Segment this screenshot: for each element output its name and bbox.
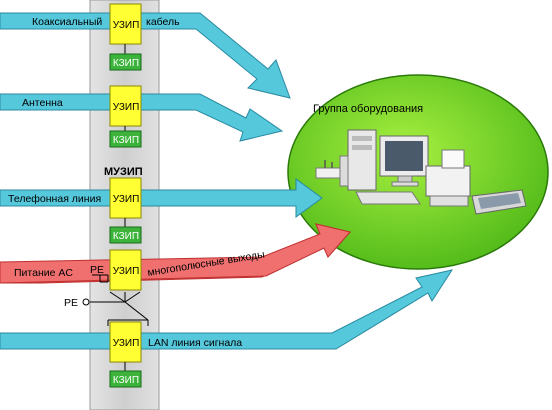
cable-label: кабель xyxy=(146,16,180,28)
pc-tower-icon xyxy=(339,129,377,191)
uzip-label: УЗИП xyxy=(113,20,140,31)
uzip-label: УЗИП xyxy=(113,266,140,277)
lan-arrow xyxy=(0,269,454,350)
kzip-boxes xyxy=(109,53,142,388)
pe-wiring xyxy=(90,274,149,326)
kzip-box xyxy=(109,53,142,71)
antenna-arrow xyxy=(0,93,284,142)
uzip-label: УЗИП xyxy=(113,194,140,205)
uzip-box xyxy=(109,249,142,291)
kzip-box xyxy=(109,130,142,148)
antenna-label: Антенна xyxy=(22,97,63,109)
keyboard-icon xyxy=(355,191,421,205)
coax-arrow xyxy=(0,12,291,99)
kzip-box xyxy=(109,226,142,244)
printer-icon xyxy=(425,149,471,207)
uzip-box xyxy=(109,85,142,127)
uzip-box xyxy=(109,3,142,45)
kzip-label: КЗИП xyxy=(113,135,139,146)
monitor-icon xyxy=(379,135,429,187)
pe-terminal-icon xyxy=(82,298,90,306)
phone-label: Телефонная линия xyxy=(8,193,101,205)
scanner-icon xyxy=(471,189,527,215)
lan-label: LAN линия сигнала xyxy=(148,337,242,349)
pe-left-label: PE xyxy=(64,297,78,309)
uzip-box xyxy=(109,321,142,363)
equipment-group-label: Группа оборудования xyxy=(313,103,423,115)
uzip-label: УЗИП xyxy=(113,338,140,349)
kzip-label: КЗИП xyxy=(113,231,139,242)
phone-arrow xyxy=(0,178,323,218)
muzip-label: МУЗИП xyxy=(104,166,143,178)
uzip-label: УЗИП xyxy=(113,102,140,113)
kzip-label: КЗИП xyxy=(113,375,139,386)
coax-label: Коаксиальный xyxy=(32,16,102,28)
kzip-box xyxy=(109,370,142,388)
uzip-box xyxy=(109,177,142,219)
pe-top-label: PE xyxy=(90,264,104,276)
kzip-label: КЗИП xyxy=(113,58,139,69)
uzip-boxes xyxy=(109,3,142,363)
power-label: Питание AC xyxy=(14,267,73,279)
